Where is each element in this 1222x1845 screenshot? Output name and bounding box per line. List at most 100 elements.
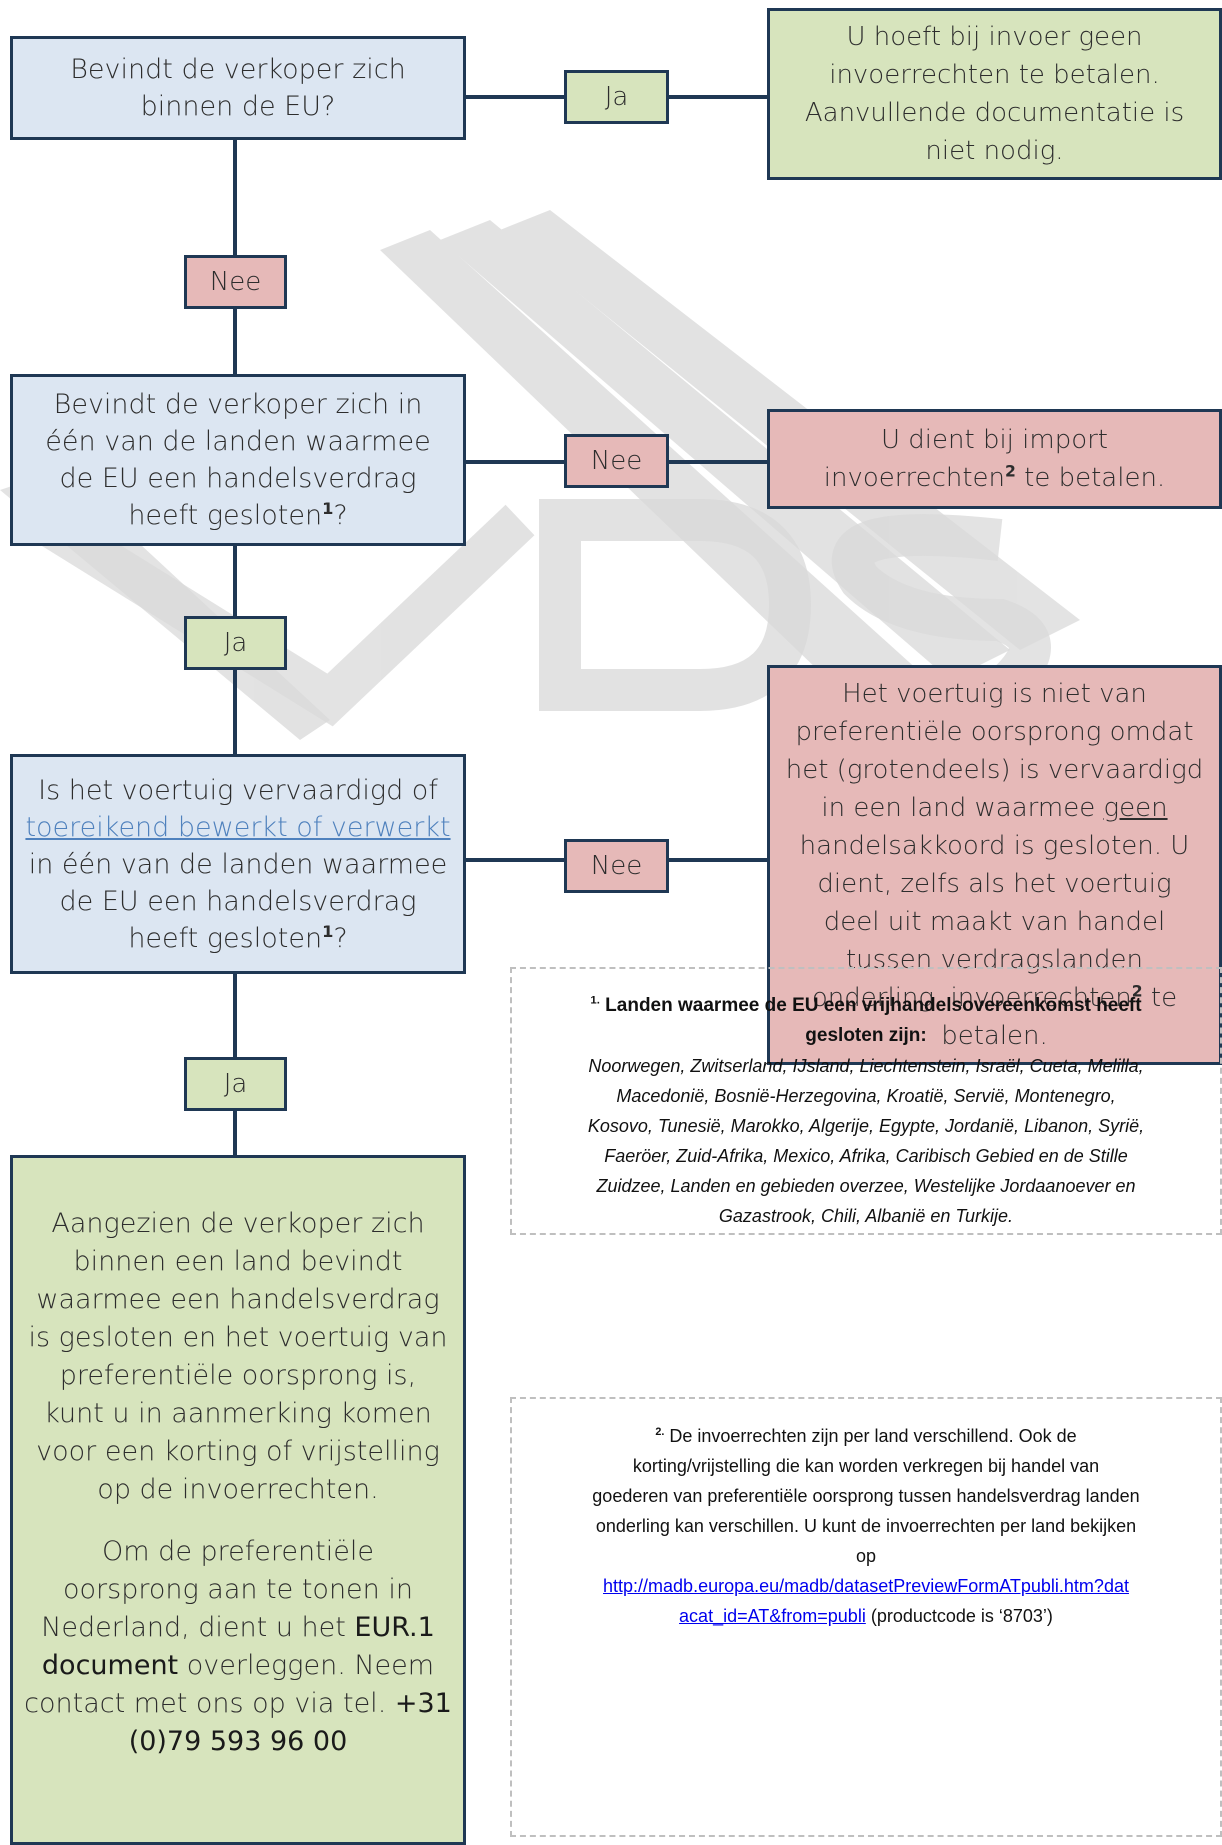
- text: ?: [333, 500, 348, 531]
- result-line: U dient bij import: [880, 425, 1109, 455]
- question-line: één van de landen waarmee: [45, 426, 431, 457]
- text: Landen waarmee de EU een vrijhandelsover…: [599, 995, 1142, 1016]
- label-text: Ja: [223, 628, 248, 658]
- footnote-ref: 1: [322, 499, 334, 518]
- footnote-line: korting/vrijstelling die kan worden verk…: [632, 1456, 1100, 1476]
- footnote-line: Zuidzee, Landen en gebieden overzee, Wes…: [596, 1176, 1136, 1196]
- text: invoerrechten: [823, 463, 1006, 493]
- question-line: in één van de landen waarmee: [28, 848, 448, 880]
- result-line: niet nodig.: [925, 136, 1064, 166]
- final-line: waarmee een handelsverdrag: [36, 1284, 440, 1315]
- text: te betalen.: [1015, 463, 1166, 493]
- footnote-line: Kosovo, Tunesië, Marokko, Algerije, Egyp…: [587, 1116, 1145, 1136]
- link-sufficient-processing[interactable]: toereikend bewerkt of verwerkt: [25, 811, 451, 843]
- result-no-duties: U hoeft bij invoer geen invoerrechten te…: [767, 8, 1222, 180]
- label-text: Ja: [604, 82, 629, 112]
- footnote-1: 1. Landen waarmee de EU een vrijhandelso…: [510, 967, 1222, 1235]
- label-text: Nee: [209, 267, 262, 297]
- label-nee: Nee: [564, 434, 669, 488]
- footnote-number: 2.: [655, 1426, 665, 1438]
- result-line: het (grotendeels) is vervaardigd: [785, 755, 1204, 785]
- text: contact met ons op via tel.: [24, 1688, 395, 1719]
- result-line: invoerrechten2 te betalen.: [824, 459, 1165, 497]
- result-line: preferentiële oorsprong omdat: [795, 717, 1194, 747]
- document-label: document: [41, 1650, 179, 1681]
- result-line: deel uit maakt van handel: [823, 907, 1166, 937]
- label-nee: Nee: [564, 839, 669, 893]
- question-seller-treaty-country: Bevindt de verkoper zich in één van de l…: [10, 374, 466, 546]
- footnote-line: 2. De invoerrechten zijn per land versch…: [512, 1421, 1220, 1451]
- result-pay-duties: U dient bij import invoerrechten2 te bet…: [767, 409, 1222, 509]
- final-line: op de invoerrechten.: [97, 1474, 379, 1505]
- text: te: [1142, 983, 1178, 1013]
- text: Nederland, dient u het: [41, 1612, 355, 1643]
- text: ?: [333, 922, 348, 954]
- connector: [666, 858, 770, 862]
- final-line: Om de preferentiële: [102, 1536, 374, 1567]
- text: overleggen. Neem: [178, 1650, 435, 1681]
- footnote-number: 1.: [590, 994, 600, 1007]
- connector: [463, 460, 566, 464]
- result-line: handelsakkoord is gesloten. U: [799, 831, 1190, 861]
- text: in een land waarmee: [821, 793, 1104, 823]
- footnote-line: Noorwegen, Zwitserland, IJsland, Liechte…: [588, 1056, 1144, 1076]
- phone-number[interactable]: (0)79 593 96 00: [128, 1726, 348, 1757]
- question-line: de EU een handelsverdrag: [59, 885, 417, 917]
- result-line: Het voertuig is niet van: [842, 679, 1147, 709]
- question-line: Is het voertuig vervaardigd of: [38, 774, 438, 806]
- question-line: de EU een handelsverdrag: [59, 463, 417, 494]
- footnote-line: Gazastrook, Chili, Albanië en Turkije.: [718, 1206, 1014, 1226]
- text: De invoerrechten zijn per land verschill…: [664, 1426, 1077, 1446]
- label-nee: Nee: [184, 255, 287, 309]
- question-vehicle-origin: Is het voertuig vervaardigd of toereiken…: [10, 754, 466, 974]
- result-line: betalen.: [941, 1021, 1048, 1051]
- footnote-line: op: [855, 1546, 877, 1566]
- final-line: document overleggen. Neem: [24, 1647, 452, 1685]
- footnote-line: Faeröer, Zuid-Afrika, Mexico, Afrika, Ca…: [604, 1146, 1128, 1166]
- eur1-label: EUR.1: [354, 1612, 435, 1643]
- final-paragraph-1: Aangezien de verkoper zich binnen een la…: [29, 1205, 448, 1509]
- final-line: Aangezien de verkoper zich: [51, 1208, 425, 1239]
- final-line: preferentiële oorsprong is,: [59, 1360, 417, 1391]
- connector: [463, 95, 566, 99]
- footnote-ref: 2: [1005, 462, 1016, 481]
- result-line: in een land waarmee geen: [821, 789, 1167, 827]
- footnote-line: acat_id=AT&from=publi (productcode is ‘8…: [512, 1601, 1220, 1631]
- result-line: tussen verdragslanden: [845, 945, 1143, 975]
- footnote-ref: 1: [322, 921, 334, 941]
- question-seller-in-eu: Bevindt de verkoper zich binnen de EU?: [10, 36, 466, 140]
- question-line: heeft gesloten1?: [128, 497, 347, 534]
- label-ja: Ja: [184, 1057, 287, 1111]
- result-preferential-discount: Aangezien de verkoper zich binnen een la…: [10, 1155, 466, 1845]
- result-line: onderling, invoerrechten2 te: [812, 979, 1177, 1017]
- footnote-line: Macedonië, Bosnië-Herzegovina, Kroatië, …: [616, 1086, 1116, 1106]
- label-text: Ja: [223, 1069, 248, 1099]
- footnote-ref: 2: [1131, 982, 1143, 1001]
- text: heeft gesloten: [128, 922, 323, 954]
- text: (productcode is ‘8703’): [865, 1606, 1053, 1626]
- final-line: contact met ons op via tel. +31: [24, 1685, 452, 1723]
- footnote-line: goederen van preferentiële oorsprong tus…: [592, 1486, 1140, 1506]
- label-ja: Ja: [184, 616, 287, 670]
- label-ja: Ja: [564, 70, 669, 124]
- footnote-title: gesloten zijn:: [805, 1025, 927, 1046]
- madb-link[interactable]: http://madb.europa.eu/madb/datasetPrevie…: [603, 1576, 1129, 1596]
- final-line: voor een korting of vrijstelling: [36, 1436, 440, 1467]
- footnote-title: 1. Landen waarmee de EU een vrijhandelso…: [512, 991, 1220, 1021]
- final-line: oorsprong aan te tonen in: [63, 1574, 413, 1605]
- final-paragraph-2: Om de preferentiële oorsprong aan te ton…: [24, 1533, 452, 1761]
- question-line: heeft gesloten1?: [128, 920, 347, 957]
- text: onderling, invoerrechten: [811, 983, 1132, 1013]
- footnote-line: http://madb.europa.eu/madb/datasetPrevie…: [512, 1571, 1220, 1601]
- final-line: binnen een land bevindt: [73, 1246, 403, 1277]
- question-line: Bevindt de verkoper zich in: [53, 389, 423, 420]
- label-text: Nee: [590, 851, 643, 881]
- result-non-preferential-origin: Het voertuig is niet van preferentiële o…: [767, 665, 1222, 1065]
- result-line: invoerrechten te betalen.: [829, 60, 1160, 90]
- question-line: Bevindt de verkoper zich: [70, 54, 406, 85]
- underlined-text: geen: [1103, 793, 1168, 823]
- text: heeft gesloten: [128, 500, 323, 531]
- final-line: kunt u in aanmerking komen: [44, 1398, 432, 1429]
- madb-link[interactable]: acat_id=AT&from=publi: [679, 1606, 866, 1626]
- footnote-2: 2. De invoerrechten zijn per land versch…: [510, 1397, 1222, 1837]
